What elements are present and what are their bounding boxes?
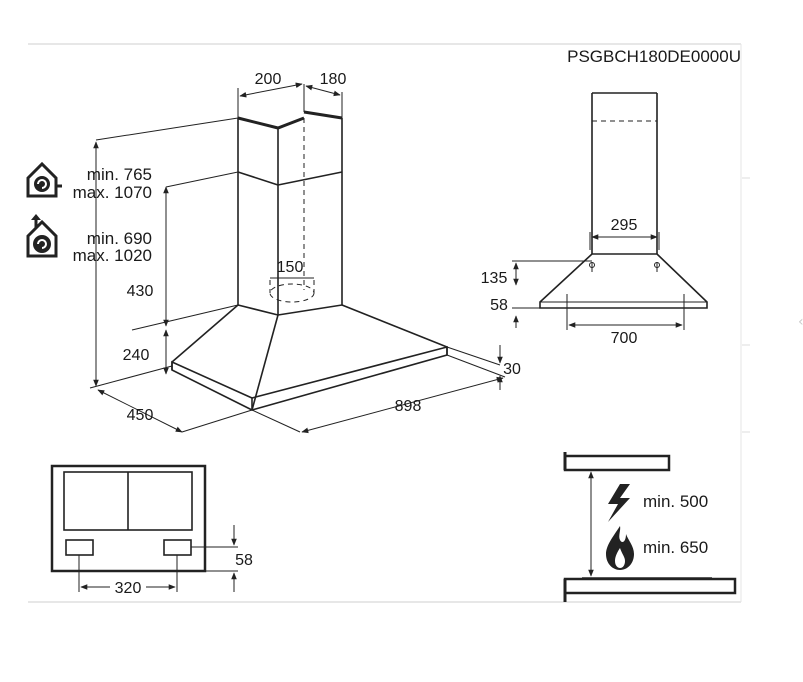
dim-outlet: 150 — [277, 259, 304, 276]
extract-max: max. 1020 — [73, 246, 152, 265]
side-view: 295 135 58 700 — [481, 92, 708, 347]
dim-chimney-width: 200 — [255, 71, 282, 88]
dim-side-135: 135 — [481, 270, 508, 287]
clearance-view — [563, 452, 737, 602]
clearance-electric: min. 500 — [643, 492, 708, 511]
dim-side-top: 295 — [611, 217, 638, 234]
recirculation-house-icon — [26, 161, 62, 198]
dim-chimney-depth: 180 — [320, 71, 347, 88]
clearance-gas: min. 650 — [643, 538, 708, 557]
recirc-min: min. 765 — [87, 165, 152, 184]
recirc-max: max. 1070 — [73, 183, 152, 202]
canopy — [171, 277, 448, 411]
model-code: PSGBCH180DE0000U — [567, 47, 741, 66]
dim-side-700: 700 — [611, 330, 638, 347]
dim-height-240: 240 — [123, 347, 150, 364]
dim-depth: 450 — [127, 407, 154, 424]
dim-side-58: 58 — [490, 297, 508, 314]
dim-bottom-320: 320 — [115, 580, 142, 597]
edge-chevron-icon: ‹ — [798, 314, 803, 330]
main-isometric-view: 200 180 150 430 240 450 898 30 — [89, 71, 521, 434]
lightning-icon — [608, 484, 630, 522]
dim-thickness: 30 — [503, 361, 521, 378]
dim-width: 898 — [395, 398, 422, 415]
extract-min: min. 690 — [87, 229, 152, 248]
dim-height-430: 430 — [127, 283, 154, 300]
flame-icon — [606, 526, 634, 570]
chimney — [237, 110, 343, 315]
bottom-view: 320 58 — [50, 464, 253, 597]
dim-bottom-58: 58 — [235, 552, 253, 569]
extraction-house-icon — [26, 214, 58, 258]
